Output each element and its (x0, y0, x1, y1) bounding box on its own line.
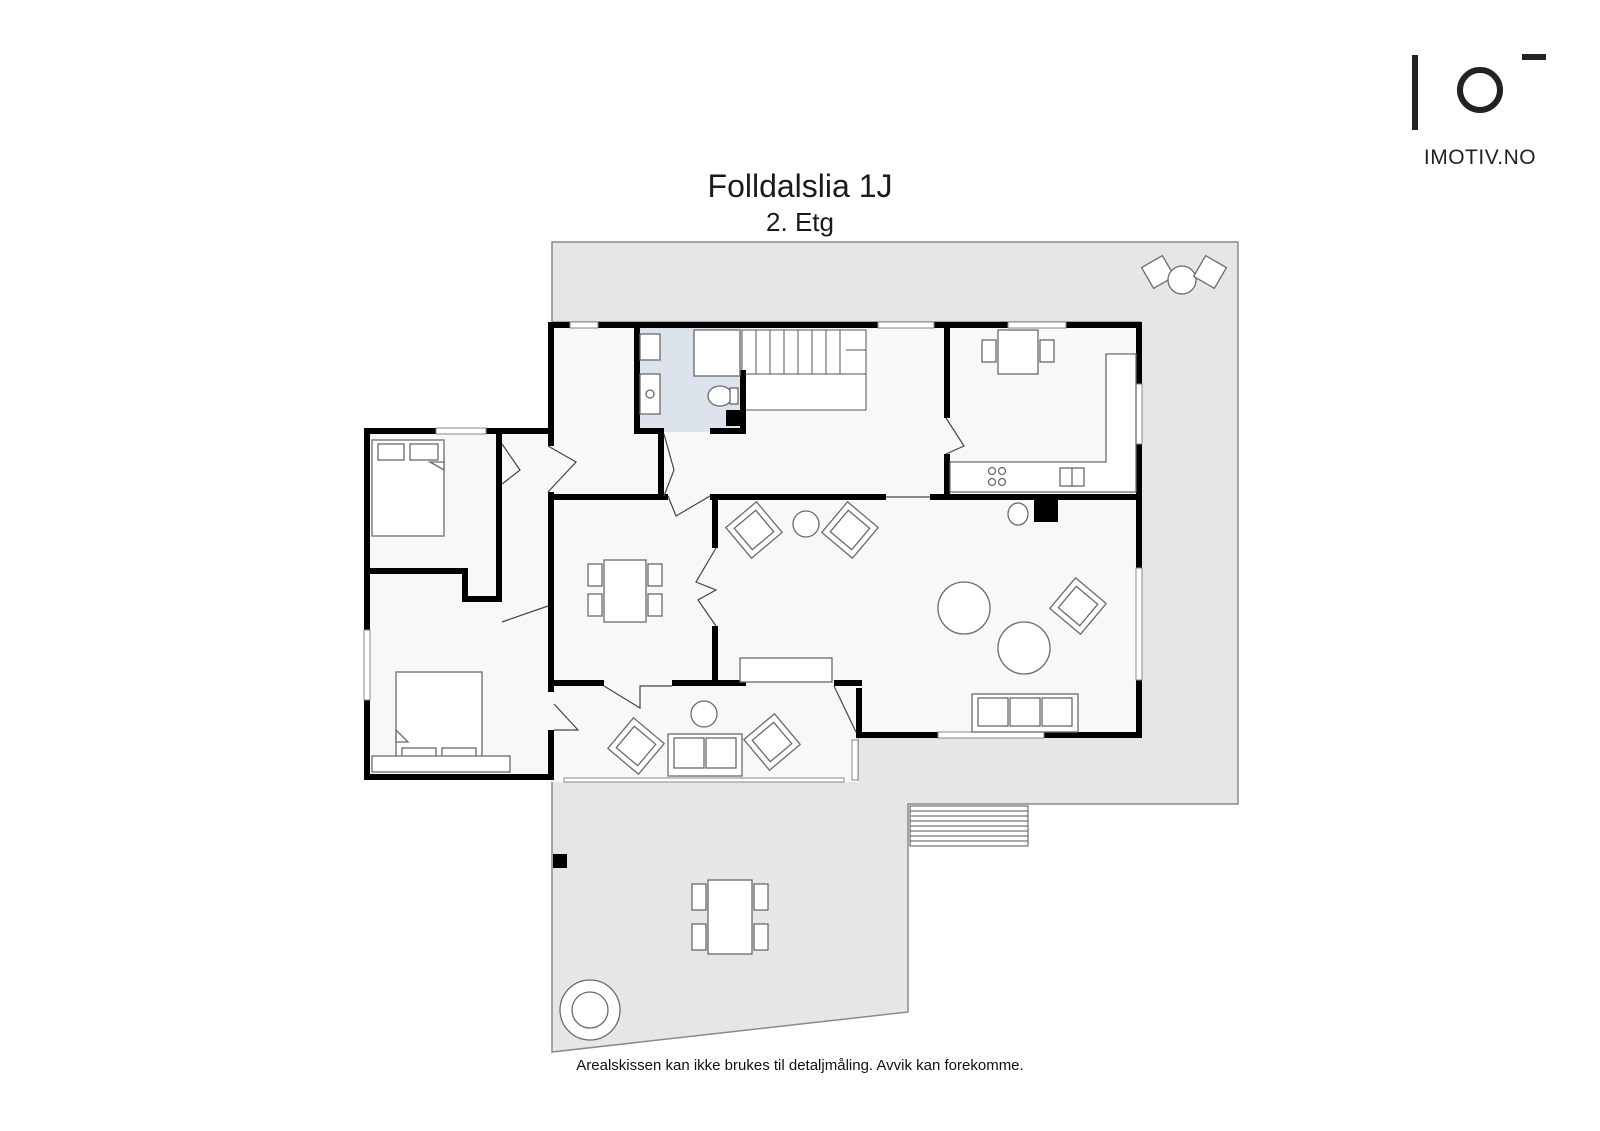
page-title: Folldalslia 1J (707, 168, 893, 204)
door-swings (501, 417, 965, 733)
armchair (1048, 576, 1108, 636)
dining-table-outdoor (691, 879, 769, 955)
side-table (690, 700, 718, 728)
bed-double (371, 671, 511, 773)
side-table (792, 510, 820, 538)
bathroom-fixtures (639, 329, 741, 415)
round-table (937, 581, 991, 635)
sofa (667, 733, 743, 777)
armchair (742, 712, 802, 772)
disclaimer-text: Arealskissen kan ikke brukes til detaljm… (576, 1057, 1024, 1074)
floor-label: 2. Etg (766, 207, 834, 237)
kitchen-counter (949, 353, 1137, 493)
kitchen-table (981, 329, 1055, 375)
armchair (724, 500, 784, 560)
imotiv-logo-icon (1412, 54, 1546, 130)
brand-name: IMOTIV.NO (1423, 146, 1537, 169)
firepit (559, 979, 621, 1041)
outdoor-chair (1140, 254, 1176, 290)
fireplace-bench (739, 657, 833, 683)
outdoor-side-table (1167, 265, 1197, 295)
interior-stairs (741, 329, 867, 411)
walls (364, 322, 1142, 868)
dining-table-indoor (587, 559, 663, 623)
exterior-stairs (909, 805, 1029, 847)
sofa (971, 693, 1079, 733)
armchair (606, 716, 666, 776)
toilet-icon (707, 385, 733, 407)
bed-small (371, 439, 445, 537)
windows (363, 321, 1143, 783)
outdoor-chair (1192, 254, 1228, 290)
furniture (371, 254, 1228, 1041)
round-table (997, 621, 1051, 675)
stool (1007, 502, 1029, 526)
armchair (820, 500, 880, 560)
stove-icon (987, 466, 997, 476)
